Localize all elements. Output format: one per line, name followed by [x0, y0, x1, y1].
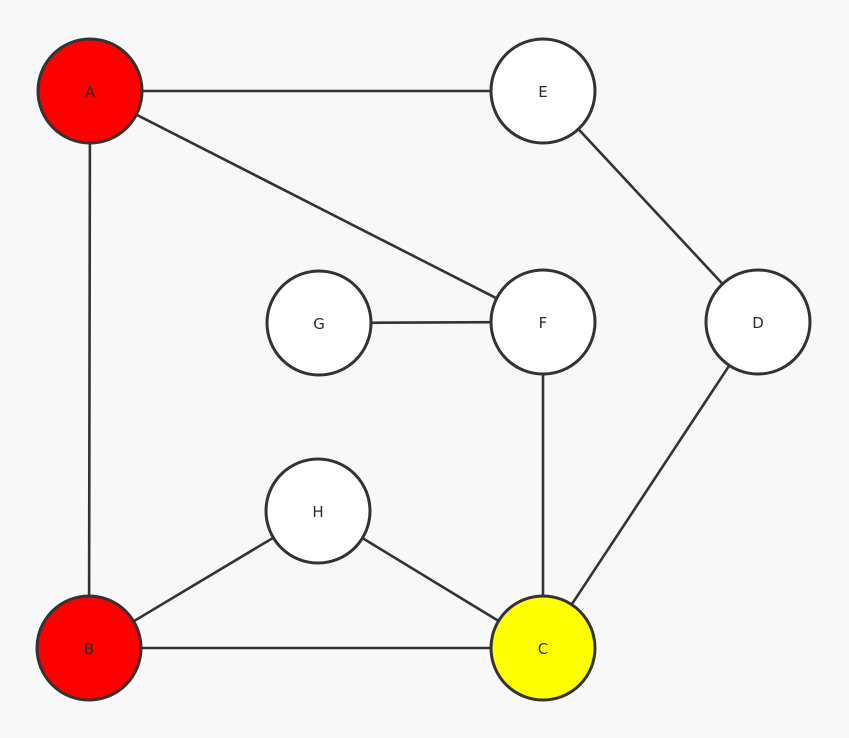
graph-node-circle-e[interactable]	[489, 37, 597, 145]
graph-edge-A-F	[134, 113, 499, 300]
graph-edge-C-D	[569, 363, 732, 607]
graph-node-circle-g[interactable]	[265, 269, 373, 377]
graph-node-d[interactable]: D	[704, 268, 812, 376]
graph-node-f[interactable]: F	[489, 268, 597, 376]
graph-edge-H-C	[360, 536, 501, 623]
graph-node-c[interactable]: C	[489, 594, 597, 702]
graph-edge-G-F	[369, 320, 493, 325]
graph-edge-B-H	[132, 536, 275, 623]
graph-node-circle-a[interactable]	[36, 37, 144, 145]
edge-layer	[87, 89, 732, 650]
graph-edge-E-D	[576, 127, 725, 286]
graph-node-b[interactable]: B	[35, 594, 143, 702]
graph-node-a[interactable]: A	[36, 37, 144, 145]
graph-node-circle-c[interactable]	[489, 594, 597, 702]
graph-edge-A-B	[87, 141, 92, 598]
graph-node-circle-f[interactable]	[489, 268, 597, 376]
graph-node-g[interactable]: G	[265, 269, 373, 377]
graph-node-circle-h[interactable]	[264, 457, 372, 565]
graph-node-h[interactable]: H	[264, 457, 372, 565]
graph-node-circle-b[interactable]	[35, 594, 143, 702]
graph-node-circle-d[interactable]	[704, 268, 812, 376]
graph-node-e[interactable]: E	[489, 37, 597, 145]
